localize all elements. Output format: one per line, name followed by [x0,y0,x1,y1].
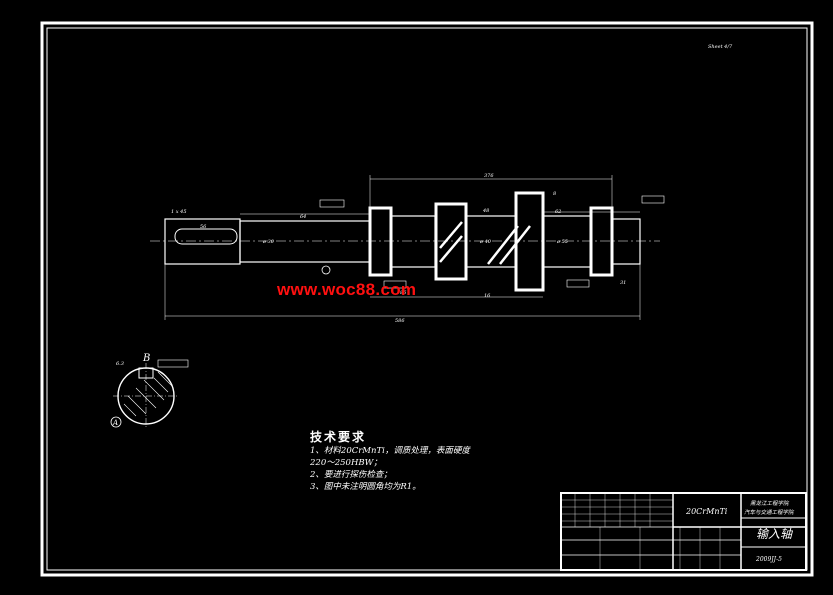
dim-left-b: 56 [200,224,207,230]
corner-note: Sheet 4/7 [708,44,733,50]
tech-title: 技术要求 [310,430,367,444]
gear-small-helix [439,221,463,263]
gear-large-helix [487,225,531,265]
dim-chamfer: 1 x 45 [171,209,187,215]
tolerance-frame-2 [641,195,665,204]
dim-overall: 586 [395,318,405,324]
title-block-school-1: 黑龙江工程学院 [750,500,790,507]
dim-phi-d: ø 30 [262,239,275,245]
title-block-school-2: 汽车与交通工程学院 [744,509,795,516]
title-block-frame [560,492,807,571]
tolerance-frame-4 [383,280,407,289]
title-block-material: 20CrMnTi [685,507,728,516]
dim-left-a: 64 [300,214,306,220]
dim-mid-a: 86 [400,290,407,296]
dim-right-b: 48 [482,208,489,214]
section-datum-circle [110,416,122,428]
tech-line-2: 220～250HBW； [310,458,382,468]
dim-end: 31 [620,280,626,286]
title-block-drawing-no: 2009JJ-5 [755,556,782,563]
tolerance-frame-3 [566,279,590,288]
section-hatch [123,371,173,417]
watermark-text: www.woc88.com [277,280,417,299]
title-block-grid [561,493,721,570]
datum-circle-a [321,265,331,275]
dimension-labels: 586 376 64 56 62 48 86 16 8 31 1 x 45 ø … [116,173,626,367]
sheet-inner-border [46,27,808,571]
title-block [560,492,807,571]
section-view [110,359,189,429]
bearing-right [589,206,614,277]
dim-phi-e: ø 40 [479,239,492,245]
dim-roughness: 6.3 [116,361,124,367]
tolerance-frame-1 [319,199,345,208]
dim-right-a: 62 [555,209,561,215]
bearing-left [368,206,393,277]
dim-key: 8 [553,191,556,197]
shaft-view [150,175,665,320]
shaft-step-2 [390,215,436,268]
dim-mid-b: 16 [484,293,491,299]
tech-line-1: 1、材料20CrMnTi，调质处理，表面硬度 [310,446,470,456]
gear-small [434,202,468,281]
shaft-step-1 [239,220,371,263]
tech-line-3: 2、要进行探伤检查； [310,470,392,480]
datum-marker-a: A [112,419,118,427]
gear-large [514,191,545,292]
tech-line-4: 3、图中未注明圆角均为R1。 [310,482,421,492]
shaft-right-end [611,218,641,265]
keyway-slot [174,228,238,245]
sheet-outer-border [40,21,814,577]
section-marker-b: B [142,353,150,364]
section-tolerance-frame [157,359,189,368]
dim-phi-f: ø 55 [556,239,568,245]
technical-requirements: 技术要求 1、材料20CrMnTi，调质处理，表面硬度 220～250HBW； … [310,428,470,493]
title-block-part-name: 输入轴 [756,527,794,541]
dim-upper-span: 376 [484,173,494,179]
